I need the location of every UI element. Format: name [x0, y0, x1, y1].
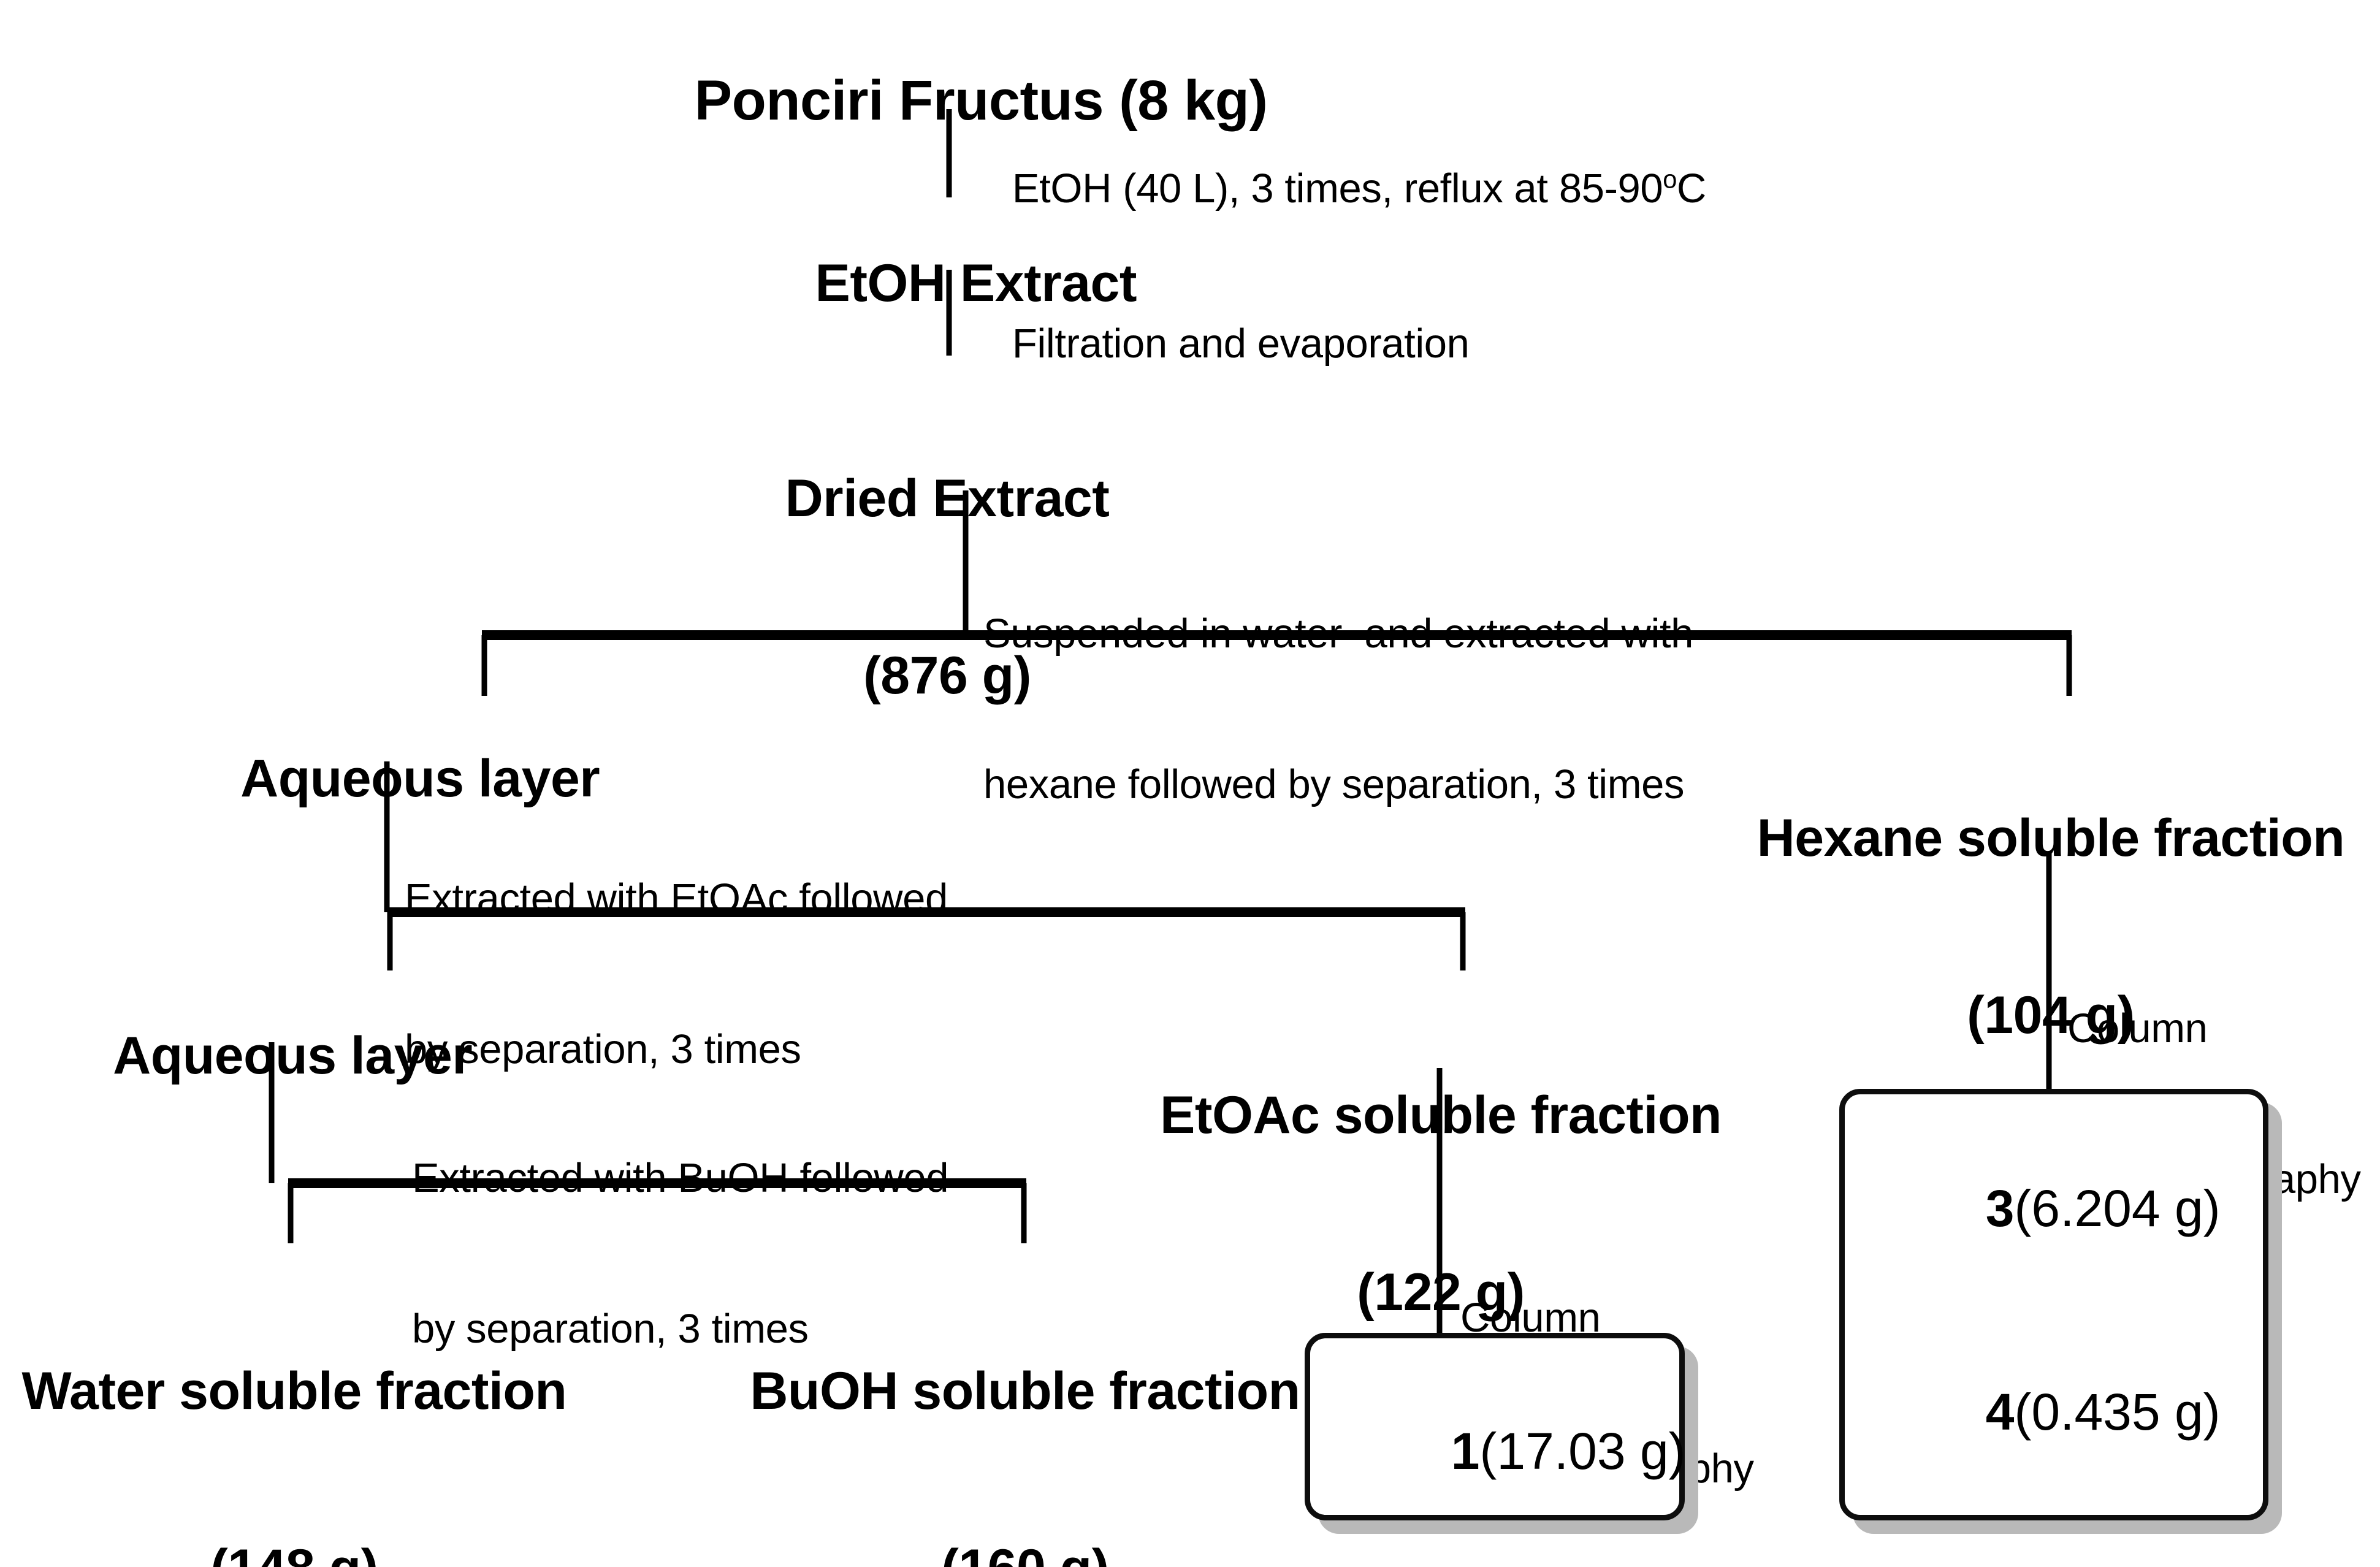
- node-dried-extract-line1: Dried Extract: [785, 468, 1110, 528]
- compound-row: 4(0.435 g): [1839, 1310, 2268, 1513]
- annotation-etoac-extraction: Extracted with EtOAc followed by separat…: [405, 774, 1140, 1175]
- node-ponciri-fructus-label: Ponciri Fructus (8 kg): [694, 69, 1268, 132]
- node-buoh-fraction: BuOH soluble fraction (160 g): [725, 1243, 1325, 1567]
- annotation-etoac-extraction-line2: by separation, 3 times: [405, 1026, 801, 1072]
- node-aqueous-layer-1: Aqueous layer: [141, 690, 644, 867]
- annotation-filtration: Filtration and evaporation: [967, 269, 1826, 419]
- node-buoh-fraction-line1: BuOH soluble fraction: [750, 1361, 1300, 1420]
- node-etoac-fraction: EtOAc soluble fraction (122 g): [1134, 967, 1747, 1440]
- node-etoh-extract: EtOH Extract: [625, 195, 1269, 372]
- node-hexane-fraction: Hexane soluble fraction (104 g): [1735, 690, 2367, 1163]
- compound-box-hexane-border: [1839, 1089, 2268, 1520]
- annotation-suspension-line2: hexane followed by separation, 3 times: [983, 761, 1685, 807]
- compound-number: 3: [1985, 1180, 2015, 1238]
- node-dried-extract-line2: (876 g): [863, 646, 1031, 705]
- degree-symbol-icon: o: [1663, 164, 1677, 194]
- node-water-fraction-line2: (148 g): [0, 1539, 595, 1567]
- annotation-suspension: Suspended in water and extracted with he…: [983, 509, 1964, 910]
- node-water-fraction: Water soluble fraction (148 g): [0, 1243, 595, 1567]
- annotation-extraction-unit: C: [1676, 165, 1706, 212]
- annotation-buoh-extraction: Extracted with BuOH followed by separati…: [412, 1053, 1148, 1454]
- node-hexane-fraction-line2: (104 g): [1967, 985, 2135, 1045]
- compound-row: 1(17.03 g): [1305, 1351, 1686, 1552]
- annotation-buoh-extraction-line1: Extracted with BuOH followed: [412, 1155, 949, 1202]
- compound-value: (17.03 g): [1479, 1422, 1686, 1481]
- annotation-extraction-text: EtOH (40 L), 3 times, reflux at 85-90: [1012, 165, 1663, 212]
- annotation-extraction: EtOH (40 L), 3 times, reflux at 85-90oC: [967, 113, 1826, 264]
- compound-row: 2( 2.083 g): [1305, 1552, 1685, 1567]
- compound-value: (0.435 g): [2014, 1382, 2221, 1441]
- node-water-fraction-line1: Water soluble fraction: [21, 1361, 567, 1420]
- annotation-buoh-extraction-line2: by separation, 3 times: [412, 1305, 809, 1352]
- annotation-suspension-line1: Suspended in water and extracted with: [983, 611, 1694, 657]
- compound-number: 4: [1985, 1382, 2015, 1441]
- compound-row: 3(6.204 g): [1839, 1107, 2268, 1310]
- compound-box-etoac: 1(17.03 g) 2( 2.083 g): [1305, 1333, 1698, 1534]
- compound-row: 5(0.521 g): [1839, 1514, 2268, 1567]
- node-aqueous-layer-2-label: Aqueous layer: [113, 1026, 473, 1086]
- node-aqueous-layer-2: Aqueous layer: [13, 967, 516, 1145]
- compound-box-etoac-list: 1(17.03 g) 2( 2.083 g): [1305, 1333, 1686, 1567]
- node-etoac-fraction-line2: (122 g): [1357, 1262, 1525, 1322]
- compound-number: 1: [1451, 1422, 1480, 1481]
- node-ponciri-fructus: Ponciri Fructus (8 kg): [546, 6, 1355, 196]
- node-etoac-fraction-line1: EtOAc soluble fraction: [1159, 1085, 1722, 1145]
- annotation-filtration-line1: Filtration and evaporation: [1012, 320, 1470, 367]
- node-etoh-extract-label: EtOH Extract: [815, 254, 1137, 313]
- node-hexane-fraction-line1: Hexane soluble fraction: [1756, 808, 2345, 867]
- compound-box-etoac-border: [1305, 1333, 1685, 1520]
- annotation-etoac-extraction-line1: Extracted with EtOAc followed: [405, 875, 948, 922]
- compound-value: (6.204 g): [2014, 1180, 2221, 1238]
- node-buoh-fraction-line2: (160 g): [725, 1539, 1325, 1567]
- node-aqueous-layer-1-label: Aqueous layer: [240, 749, 600, 809]
- compound-box-hexane-list: 3(6.204 g) 4(0.435 g) 5(0.521 g) 6(0.026…: [1839, 1089, 2268, 1567]
- node-dried-extract: Dried Extract (876 g): [625, 351, 1269, 823]
- compound-box-hexane: 3(6.204 g) 4(0.435 g) 5(0.521 g) 6(0.026…: [1839, 1089, 2282, 1534]
- annotation-column-chrom-hexane-line1: Column: [2067, 1005, 2208, 1052]
